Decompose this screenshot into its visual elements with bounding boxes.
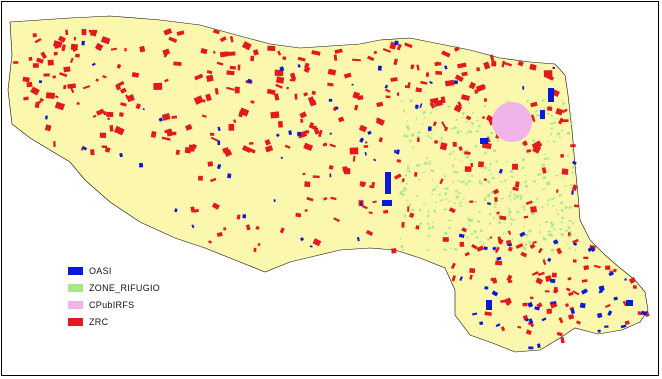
legend-label: CPubIRFS <box>89 299 135 310</box>
swatch-oasi <box>68 267 83 275</box>
swatch-zone-rifugio <box>68 284 83 292</box>
swatch-cpubirfs <box>68 301 83 309</box>
legend-item-zone-rifugio: ZONE_RIFUGIO <box>68 282 228 294</box>
legend-item-zrc: ZRC <box>68 316 228 328</box>
swatch-zrc <box>68 318 83 326</box>
legend-label: ZONE_RIFUGIO <box>89 282 161 293</box>
oasi-patches <box>38 40 648 350</box>
legend-label: ZRC <box>89 316 109 327</box>
legend-item-cpubirfs: CPubIRFS <box>68 299 228 311</box>
region-land <box>7 15 649 353</box>
zrc-patches <box>13 28 650 344</box>
legend-label: OASI <box>89 265 112 276</box>
cpubirfs-area <box>492 102 532 142</box>
legend: OASI ZONE_RIFUGIO CPubIRFS ZRC <box>68 265 228 333</box>
legend-item-oasi: OASI <box>68 265 228 277</box>
